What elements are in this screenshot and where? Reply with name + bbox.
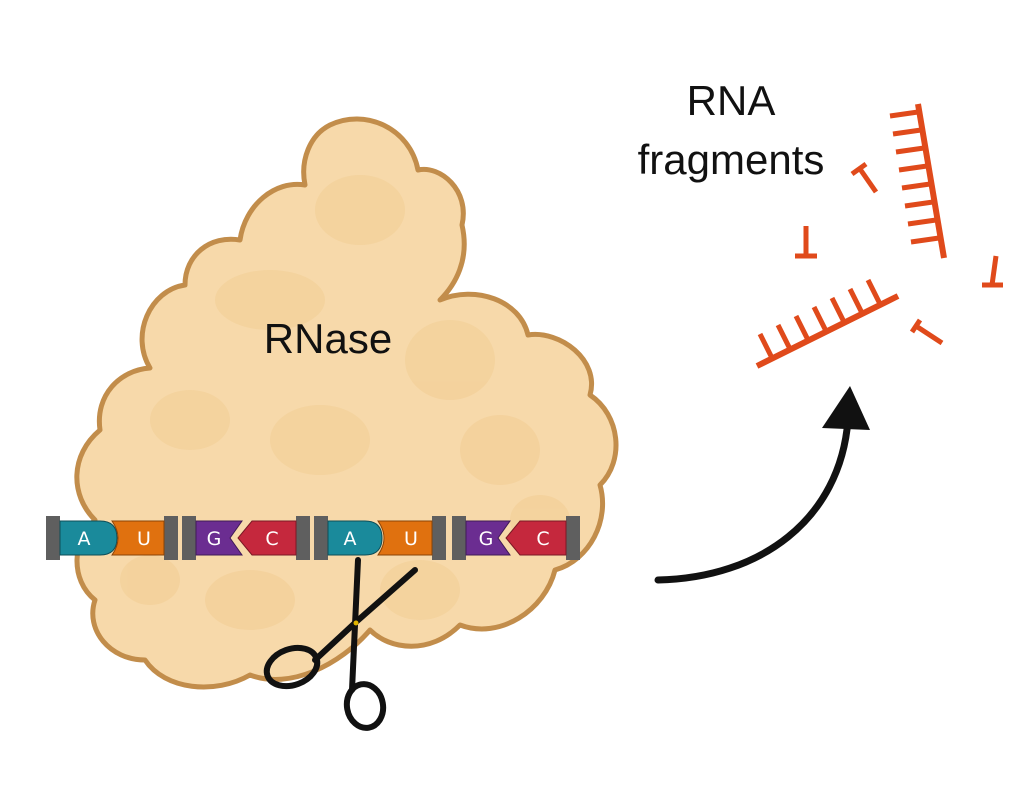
fragments-label-line2: fragments [638, 136, 825, 183]
rna-base-g: G [195, 520, 243, 556]
backbone-segment [566, 516, 580, 560]
backbone-segment [452, 516, 466, 560]
protein-texture [120, 175, 570, 630]
backbone-segment [432, 516, 446, 560]
rna-base-u: U [377, 520, 433, 556]
rna-fragments [755, 103, 1003, 369]
rna-base-a: A [59, 520, 118, 556]
rna-base-a: A [327, 520, 383, 556]
fragment-long-upper [889, 103, 947, 259]
svg-text:A: A [78, 528, 91, 550]
rna-base-c: C [505, 520, 567, 556]
rna-strand: A U G C A U G [46, 516, 580, 560]
fragments-label-line1: RNA [687, 77, 776, 124]
rna-base-g: G [465, 520, 511, 556]
fragment-small [795, 226, 817, 259]
fragment-long-lower [755, 278, 900, 369]
backbone-segment [296, 516, 310, 560]
rnase-protein [74, 116, 619, 690]
rna-base-c: C [237, 520, 297, 556]
svg-text:U: U [404, 528, 418, 550]
enzyme-label: RNase [264, 315, 392, 362]
curved-arrow-icon [654, 386, 870, 584]
backbone-segment [46, 516, 60, 560]
backbone-segment [164, 516, 178, 560]
fragment-small [909, 318, 944, 346]
svg-text:C: C [265, 528, 278, 550]
svg-text:U: U [137, 528, 151, 550]
backbone-segment [182, 516, 196, 560]
svg-text:G: G [479, 528, 494, 550]
backbone-segment [314, 516, 328, 560]
fragment-small [850, 161, 879, 194]
svg-text:A: A [344, 528, 357, 550]
svg-text:G: G [207, 528, 222, 550]
fragment-small [982, 255, 1003, 288]
svg-text:C: C [536, 528, 549, 550]
scissors-icon [263, 557, 418, 731]
fragments-label: RNA fragments [638, 77, 825, 183]
rna-base-u: U [111, 520, 165, 556]
